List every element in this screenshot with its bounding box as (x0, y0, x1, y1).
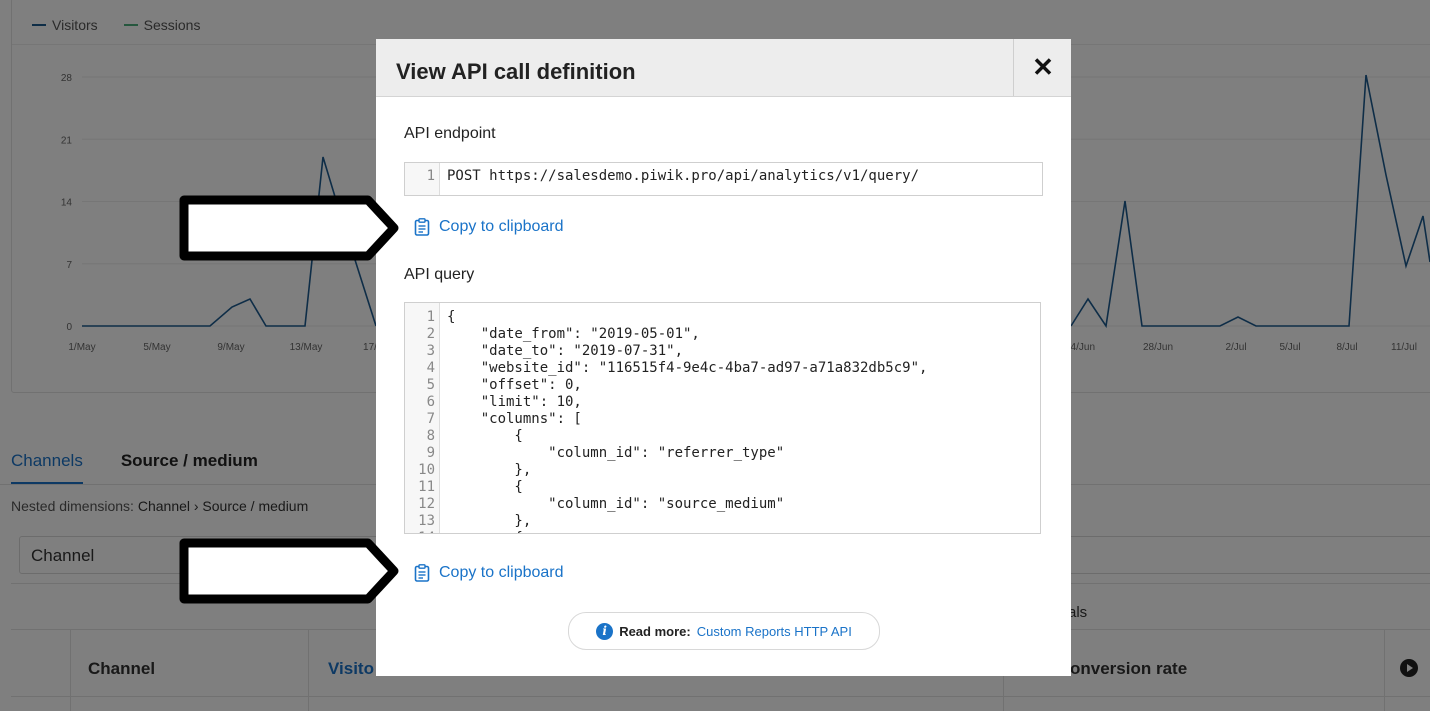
code-text: "date_to": "2019-07-31", (447, 343, 684, 359)
line-number: 2 (426, 326, 435, 342)
read-more-pill: i Read more: Custom Reports HTTP API (568, 612, 880, 650)
code-text: "column_id": "referrer_type" (447, 445, 785, 461)
code-line: 8 { (405, 428, 1040, 445)
code-text: "offset": 0, (447, 377, 582, 393)
code-text: }, (447, 462, 532, 478)
code-gutter (405, 163, 440, 195)
line-number: 5 (426, 377, 435, 393)
code-gutter (405, 303, 440, 533)
code-line: 3 "date_to": "2019-07-31", (405, 343, 1040, 360)
api-definition-modal: View API call definition ✕ API endpoint … (376, 39, 1071, 676)
annotation-arrow-icon (179, 195, 399, 261)
code-line: 10 }, (405, 462, 1040, 479)
line-number: 6 (426, 394, 435, 410)
code-line: 1{ (405, 309, 1040, 326)
info-icon: i (596, 622, 614, 640)
code-line: 13 }, (405, 513, 1040, 530)
code-line: 1 POST https://salesdemo.piwik.pro/api/an… (405, 168, 1042, 185)
copy-endpoint-button[interactable]: Copy to clipboard (414, 218, 564, 236)
code-text: { (447, 479, 523, 495)
code-text: "columns": [ (447, 411, 582, 427)
copy-endpoint-label: Copy to clipboard (439, 218, 564, 235)
line-number: 8 (426, 428, 435, 444)
line-number: 13 (418, 513, 435, 529)
api-endpoint-code[interactable]: 1 POST https://salesdemo.piwik.pro/api/an… (404, 162, 1043, 196)
line-number: 3 (426, 343, 435, 359)
code-line: 2 "date_from": "2019-05-01", (405, 326, 1040, 343)
code-line: 9 "column_id": "referrer_type" (405, 445, 1040, 462)
api-endpoint-label: API endpoint (404, 125, 496, 142)
line-number: 14 (405, 530, 435, 533)
annotation-arrow-icon (179, 538, 399, 604)
line-number: 10 (418, 462, 435, 478)
code-line: 5 "offset": 0, (405, 377, 1040, 394)
api-query-label: API query (404, 266, 475, 283)
copy-query-label: Copy to clipboard (439, 564, 564, 581)
line-number: 1 (426, 168, 435, 184)
line-number: 9 (426, 445, 435, 461)
code-line: 6 "limit": 10, (405, 394, 1040, 411)
code-line: 14 { (405, 530, 1040, 533)
clipboard-icon (414, 564, 430, 582)
close-icon[interactable]: ✕ (1013, 39, 1072, 96)
code-text: }, (447, 513, 532, 529)
copy-query-button[interactable]: Copy to clipboard (414, 564, 564, 582)
code-text: "limit": 10, (447, 394, 582, 410)
code-text: "date_from": "2019-05-01", (447, 326, 700, 342)
api-query-code[interactable]: 1{2 "date_from": "2019-05-01",3 "date_to… (404, 302, 1041, 534)
code-line: 11 { (405, 479, 1040, 496)
code-line: 12 "column_id": "source_medium" (405, 496, 1040, 513)
code-text: "column_id": "source_medium" (447, 496, 785, 512)
read-more-prefix: Read more: (619, 623, 691, 639)
line-number: 4 (426, 360, 435, 376)
clipboard-icon (414, 218, 430, 236)
code-text: { (447, 428, 523, 444)
modal-header: View API call definition ✕ (376, 39, 1071, 97)
line-number: 12 (418, 496, 435, 512)
line-number: 11 (418, 479, 435, 495)
read-more-link[interactable]: Custom Reports HTTP API (696, 623, 852, 639)
code-line: 7 "columns": [ (405, 411, 1040, 428)
modal-title: View API call definition (396, 59, 636, 84)
code-line: 4 "website_id": "116515f4-9e4c-4ba7-ad97… (405, 360, 1040, 377)
line-number: 1 (426, 309, 435, 325)
line-number: 7 (426, 411, 435, 427)
code-text: { (447, 530, 522, 533)
code-text: POST https://salesdemo.piwik.pro/api/ana… (447, 168, 920, 184)
code-text: "website_id": "116515f4-9e4c-4ba7-ad97-a… (447, 360, 928, 376)
code-text: { (447, 309, 456, 325)
